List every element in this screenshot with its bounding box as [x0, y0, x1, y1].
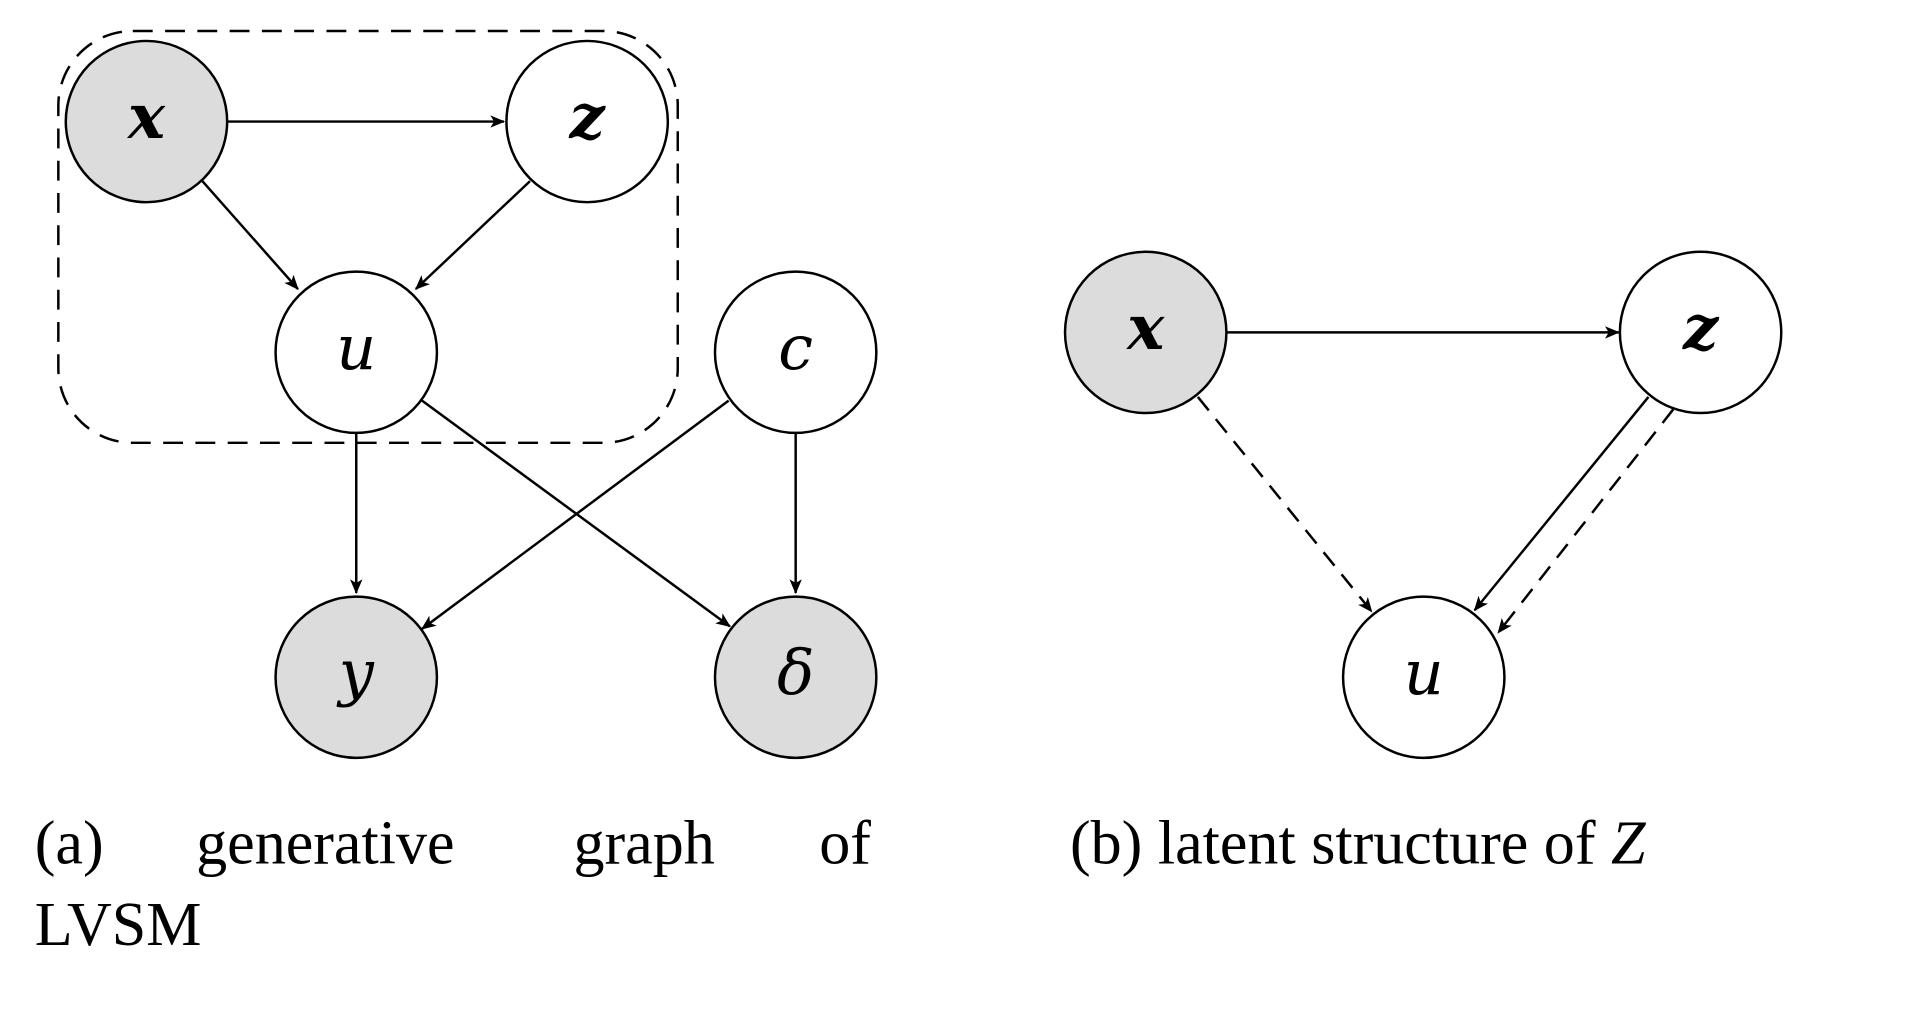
edge-a-x-to-u	[201, 180, 299, 290]
latent-group-box	[57, 29, 679, 445]
edge-a-z-to-u	[414, 180, 531, 290]
edge-b-z-to-u	[1473, 396, 1650, 612]
node-b-z: z	[1618, 250, 1783, 415]
edge-a-c-to-y	[421, 399, 730, 630]
caption-a-word-1: (a)	[35, 809, 104, 877]
node-label: δ	[777, 636, 814, 709]
node-circle	[713, 595, 878, 760]
node-a-delta: δ	[713, 595, 878, 760]
caption-a-word-2: generative	[196, 809, 454, 877]
caption-b-var: Z	[1611, 809, 1647, 877]
node-circle	[274, 270, 439, 435]
node-circle	[713, 270, 878, 435]
node-label: y	[336, 636, 375, 709]
node-label: u	[336, 311, 376, 384]
caption-b-text: (b) latent structure of	[1070, 809, 1611, 877]
node-a-x: x	[64, 39, 229, 204]
node-label: c	[778, 311, 813, 384]
node-label: z	[569, 80, 607, 153]
node-a-u: u	[274, 270, 439, 435]
node-circle	[274, 595, 439, 760]
node-circle	[64, 39, 229, 204]
node-b-x: x	[1063, 250, 1228, 415]
node-label: u	[1404, 636, 1444, 709]
node-a-y: y	[274, 595, 439, 760]
node-b-u: u	[1341, 595, 1506, 760]
caption-a-word-3: graph	[573, 809, 714, 877]
edge-b-z-to-u-dashed	[1497, 408, 1675, 634]
node-circle	[1618, 250, 1783, 415]
node-circle	[505, 39, 670, 204]
node-circle	[1063, 250, 1228, 415]
node-label: x	[1125, 291, 1165, 364]
node-a-z: z	[505, 39, 670, 204]
node-label: z	[1682, 291, 1720, 364]
caption-a-line-2: LVSM	[35, 891, 202, 959]
node-a-c: c	[713, 270, 878, 435]
node-label: x	[126, 80, 166, 153]
caption-a-word-4: of	[819, 809, 871, 877]
edge-b-x-to-u-dashed	[1196, 396, 1373, 613]
caption-b: (b) latent structure of Z	[1070, 809, 1647, 877]
node-circle	[1341, 595, 1506, 760]
